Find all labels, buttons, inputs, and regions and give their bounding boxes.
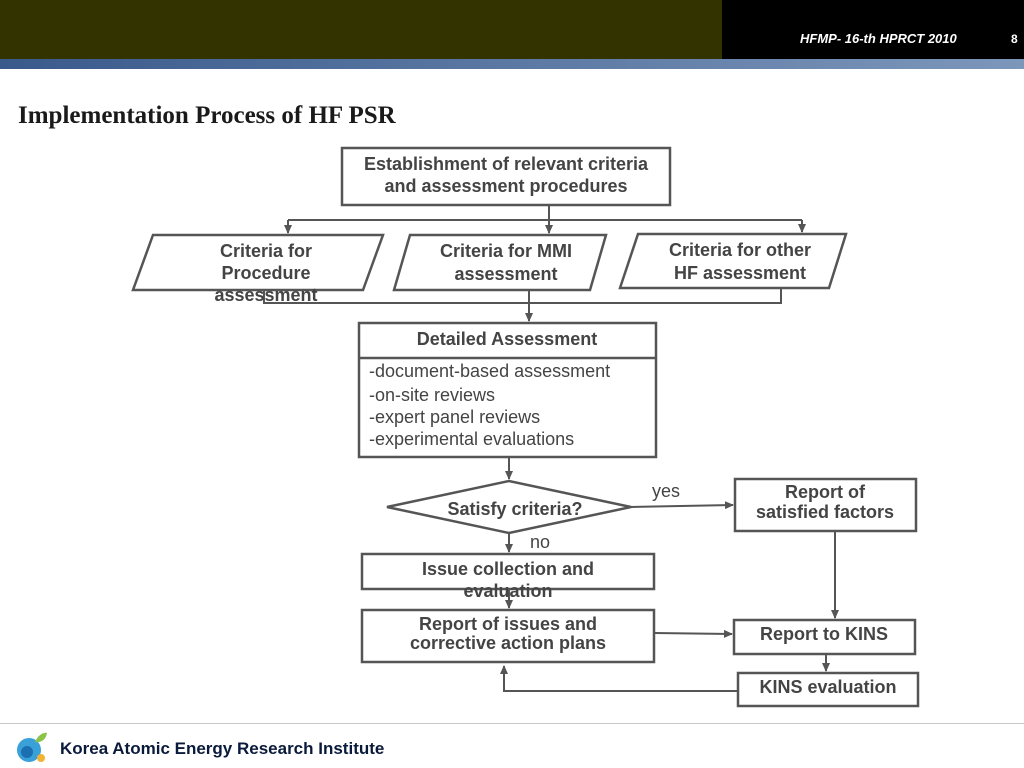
establishment-line-1: Establishment of relevant criteria	[364, 154, 649, 174]
footer-divider	[0, 723, 1024, 724]
establishment-box	[340, 146, 672, 207]
report-satisfied-box	[733, 477, 918, 533]
criteria-other-line-1: Criteria for other	[669, 240, 811, 260]
kins-evaluation-box	[736, 671, 920, 708]
report-satisfied-line-1: Report of	[785, 482, 866, 502]
issue-collection-line-2: evaluation	[463, 581, 552, 601]
conference-label: HFMP- 16-th HPRCT 2010	[800, 31, 957, 46]
report-kins-box	[732, 618, 917, 656]
criteria-procedure-line-3: assessment	[214, 285, 317, 305]
kaeri-logo-icon	[17, 732, 47, 762]
header-bar-right	[722, 0, 1024, 59]
criteria-other-box	[618, 232, 848, 290]
kins-evaluation-label: KINS evaluation	[759, 677, 896, 697]
page-number: 8	[1011, 32, 1018, 46]
connector-other-merge	[529, 288, 782, 304]
criteria-other-line-2: HF assessment	[674, 263, 806, 283]
decision-label: Satisfy criteria?	[447, 499, 582, 519]
detailed-item-2: -on-site reviews	[369, 385, 495, 405]
header-stripe	[0, 59, 1024, 69]
report-issues-box	[360, 608, 656, 664]
criteria-procedure-box	[131, 233, 385, 292]
connector-procedure-merge	[263, 290, 529, 304]
detailed-assessment-box	[357, 321, 658, 459]
criteria-mmi-line-1: Criteria for MMI	[440, 241, 572, 261]
detailed-item-3: -expert panel reviews	[369, 407, 540, 427]
arrow-yes-to-report-satisfied	[630, 501, 734, 510]
criteria-mmi-line-2: assessment	[454, 264, 557, 284]
no-label: no	[530, 532, 550, 552]
criteria-procedure-line-1: Criteria for	[220, 241, 312, 261]
criteria-mmi-box	[392, 233, 608, 292]
establishment-line-2: and assessment procedures	[384, 176, 627, 196]
yes-label: yes	[652, 481, 680, 501]
arrow-to-report-kins	[653, 629, 733, 638]
institute-name: Korea Atomic Energy Research Institute	[60, 739, 385, 758]
report-satisfied-line-2: satisfied factors	[756, 502, 894, 522]
report-issues-line-1: Report of issues and	[419, 614, 597, 634]
detailed-item-4: -experimental evaluations	[369, 429, 574, 449]
issue-collection-line-1: Issue collection and	[422, 559, 594, 579]
report-issues-line-2: corrective action plans	[410, 633, 606, 653]
report-kins-label: Report to KINS	[760, 624, 888, 644]
criteria-procedure-line-2: Procedure	[221, 263, 310, 283]
slide-title: Implementation Process of HF PSR	[18, 102, 396, 129]
detailed-item-1: -document-based assessment	[369, 361, 610, 381]
arrow-feedback-to-report-issues	[500, 665, 738, 692]
detailed-assessment-title: Detailed Assessment	[417, 329, 597, 349]
header-bar	[0, 0, 722, 59]
